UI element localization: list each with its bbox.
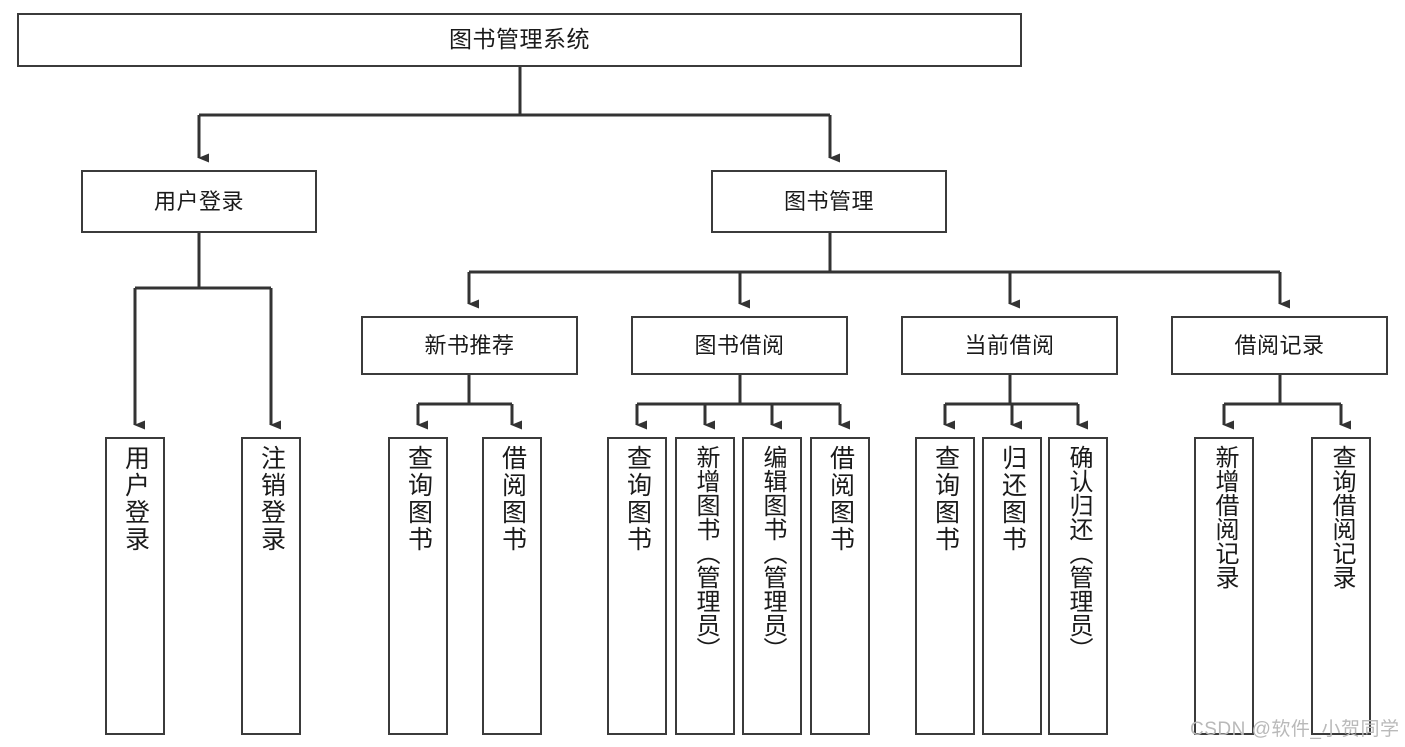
leaf-new-book-query-book[interactable]: 查询图书 xyxy=(388,437,448,735)
node-label: 查询借阅记录 xyxy=(1328,445,1355,589)
leaf-book-borrow-edit-book-admin[interactable]: 编辑图书（管理员） xyxy=(742,437,802,735)
leaf-borrow-record-query-record[interactable]: 查询借阅记录 xyxy=(1311,437,1371,735)
node-label: 借阅图书 xyxy=(826,445,855,553)
node-label: 查询图书 xyxy=(623,445,652,553)
node-current-borrow[interactable]: 当前借阅 xyxy=(901,316,1118,375)
node-label: 用户登录 xyxy=(153,188,244,214)
node-label: 图书管理系统 xyxy=(449,26,590,53)
leaf-borrow-record-add-record[interactable]: 新增借阅记录 xyxy=(1194,437,1254,735)
leaf-current-borrow-confirm-return-admin[interactable]: 确认归还（管理员） xyxy=(1048,437,1108,735)
leaf-book-borrow-borrow-book[interactable]: 借阅图书 xyxy=(810,437,870,735)
csdn-watermark: CSDN @软件_小贺同学 xyxy=(1190,719,1400,740)
node-label: 新增借阅记录 xyxy=(1211,445,1238,589)
leaf-new-book-borrow-book[interactable]: 借阅图书 xyxy=(482,437,542,735)
node-label: 归还图书 xyxy=(998,445,1027,553)
leaf-user-login-login[interactable]: 用户登录 xyxy=(105,437,165,735)
node-label: 查询图书 xyxy=(404,445,433,553)
node-label: 借阅记录 xyxy=(1234,332,1325,358)
node-book-borrow[interactable]: 图书借阅 xyxy=(631,316,848,375)
leaf-current-borrow-query-book[interactable]: 查询图书 xyxy=(915,437,975,735)
leaf-current-borrow-return-book[interactable]: 归还图书 xyxy=(982,437,1042,735)
node-user-login[interactable]: 用户登录 xyxy=(81,170,317,233)
leaf-book-borrow-add-book-admin[interactable]: 新增图书（管理员） xyxy=(675,437,735,735)
node-label: 图书管理 xyxy=(783,188,874,214)
node-label: 编辑图书（管理员） xyxy=(759,445,786,661)
leaf-book-borrow-query-book[interactable]: 查询图书 xyxy=(607,437,667,735)
node-label: 当前借阅 xyxy=(964,332,1055,358)
node-book-management[interactable]: 图书管理 xyxy=(711,170,947,233)
node-label: 用户登录 xyxy=(121,445,150,553)
node-label: 借阅图书 xyxy=(498,445,527,553)
node-label: 图书借阅 xyxy=(694,332,785,358)
node-label: 查询图书 xyxy=(931,445,960,553)
node-new-book-recommend[interactable]: 新书推荐 xyxy=(361,316,578,375)
node-borrow-record[interactable]: 借阅记录 xyxy=(1171,316,1388,375)
node-label: 确认归还（管理员） xyxy=(1065,445,1092,661)
node-root-book-management-system[interactable]: 图书管理系统 xyxy=(17,13,1022,67)
leaf-user-login-logout[interactable]: 注销登录 xyxy=(241,437,301,735)
node-label: 注销登录 xyxy=(257,445,286,553)
node-label: 新书推荐 xyxy=(424,332,515,358)
node-label: 新增图书（管理员） xyxy=(692,445,719,661)
